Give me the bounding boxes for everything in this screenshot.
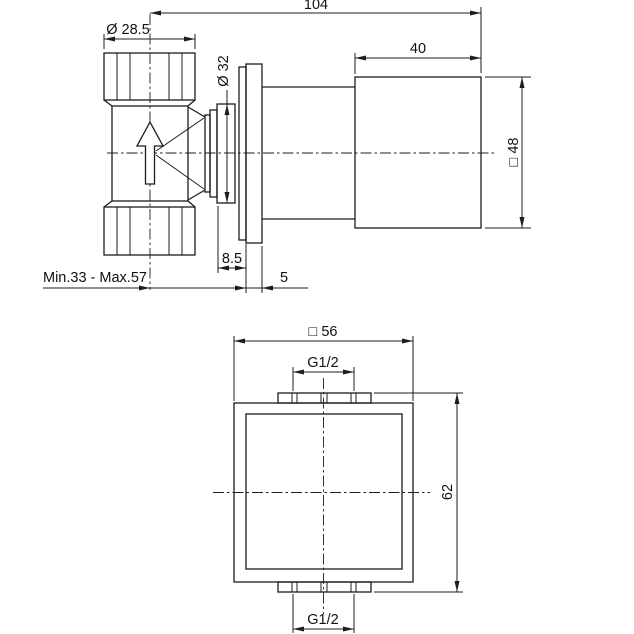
dim-handle-square: □ 48 <box>485 76 531 229</box>
dim-stem-diameter: Ø 32 <box>216 55 232 203</box>
dim-installation-range: Min.33 - Max.57 5 <box>43 244 308 293</box>
stem-rings <box>204 103 236 204</box>
valve-cone <box>155 106 206 201</box>
dim-handle-length-label: 40 <box>410 41 426 57</box>
centerlines-front <box>213 378 430 614</box>
plate-inner-square <box>245 413 403 570</box>
dim-top-thread-label: G1/2 <box>307 355 338 371</box>
dim-top-thread: G1/2 <box>292 355 355 391</box>
flow-direction-arrow-icon <box>135 120 165 185</box>
dim-overall-height-label: 62 <box>440 484 456 500</box>
dim-installation-range-label: Min.33 - Max.57 <box>43 270 147 286</box>
valve-side-view: 104 40 Ø 28.5 Ø 32 □ 48 <box>43 0 531 293</box>
sleeve-cylinder <box>262 86 355 220</box>
bottom-connection-nut <box>277 581 372 593</box>
stem-ring-d32 <box>216 103 236 204</box>
dim-plate-square-label: □ 56 <box>309 324 338 340</box>
escutcheon-plate-side <box>238 63 263 244</box>
top-connection-nut <box>277 392 372 404</box>
dim-overall-height: 62 <box>374 392 463 593</box>
sleeve-and-handle <box>262 76 482 229</box>
top-hex-nut <box>103 52 196 101</box>
dim-nut-diameter: Ø 28.5 <box>103 22 196 49</box>
dim-overall-length-label: 104 <box>304 0 328 13</box>
dim-handle-length: 40 <box>354 41 481 74</box>
dim-plate-square: □ 56 <box>233 324 414 401</box>
centerlines-side <box>107 14 497 290</box>
dim-escutcheon-thickness-label: 5 <box>280 270 288 286</box>
valve-front-view: □ 56 G1/2 62 G1/2 <box>213 324 463 633</box>
bottom-hex-nut <box>103 206 196 256</box>
handle-block <box>354 76 482 229</box>
dim-overall-length: 104 <box>150 0 482 73</box>
valve-body-pipe <box>103 52 196 256</box>
dim-escutcheon-offset: 8.5 <box>217 206 246 273</box>
dim-stem-diameter-label: Ø 32 <box>216 55 232 86</box>
dim-handle-square-label: □ 48 <box>506 138 522 167</box>
dim-bottom-thread-label: G1/2 <box>307 612 338 628</box>
dim-nut-diameter-label: Ø 28.5 <box>106 22 150 38</box>
pipe-body <box>111 105 189 202</box>
dim-escutcheon-offset-label: 8.5 <box>222 251 242 267</box>
dim-bottom-thread: G1/2 <box>292 594 355 633</box>
